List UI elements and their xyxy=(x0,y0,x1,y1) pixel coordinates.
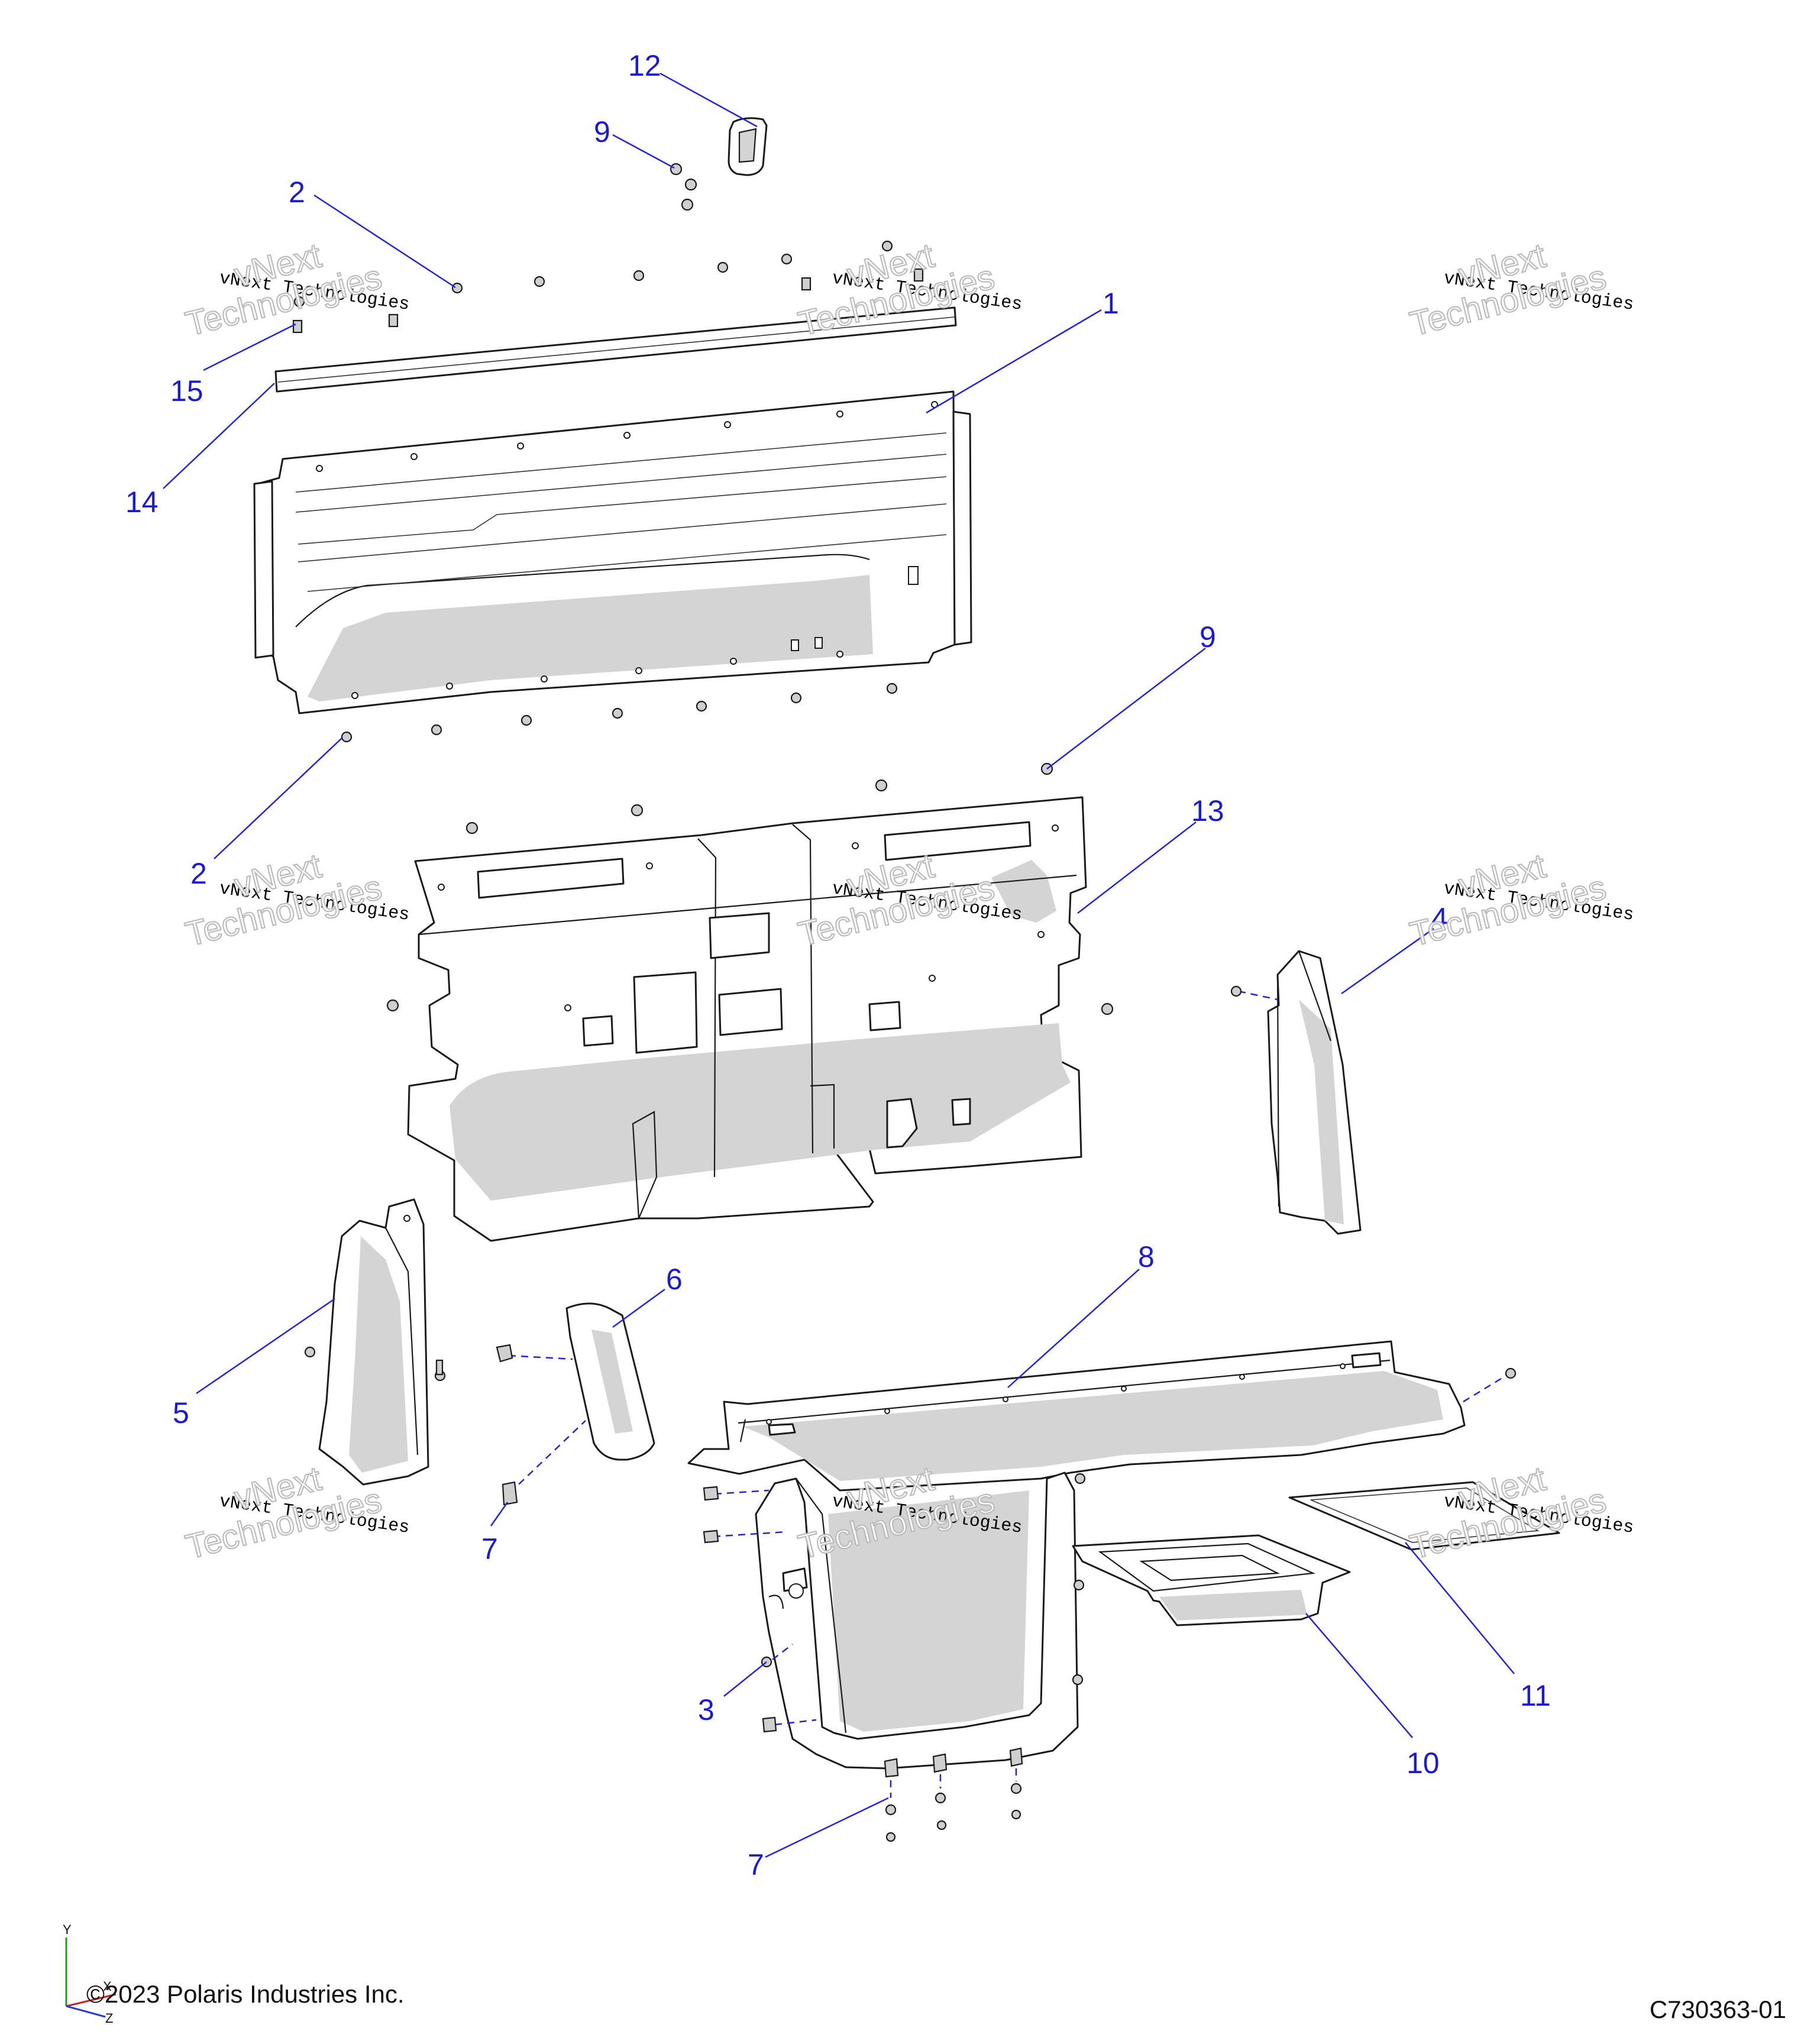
callout-4: 4 xyxy=(1431,902,1448,935)
part-1-rear-panel xyxy=(253,390,972,714)
callout-9-top: 9 xyxy=(594,115,610,148)
part-4-right-side-panel xyxy=(1230,950,1362,1235)
part-11-mat xyxy=(1288,1481,1560,1551)
part-10-tray xyxy=(1072,1534,1351,1626)
callout-1: 1 xyxy=(1103,287,1119,320)
axis-y-label: Y xyxy=(63,1922,72,1937)
callout-14: 14 xyxy=(125,486,159,519)
callout-2-mid: 2 xyxy=(190,857,207,890)
callout-15: 15 xyxy=(170,374,203,407)
callouts: 12 9 2 1 15 14 9 13 2 4 8 6 5 7 3 11 10 … xyxy=(125,49,1551,1881)
callout-7-bottom: 7 xyxy=(748,1848,764,1881)
part-9-nuts-top xyxy=(670,163,697,211)
drawing-number: C730363-01 xyxy=(1650,1996,1786,2023)
leader-lines xyxy=(163,72,1515,1858)
callout-8: 8 xyxy=(1138,1240,1155,1273)
part-12-handle xyxy=(728,117,768,176)
callout-2-top: 2 xyxy=(289,176,305,209)
callout-3: 3 xyxy=(698,1693,714,1726)
part-6-pad xyxy=(496,1302,655,1506)
callout-12: 12 xyxy=(628,49,661,82)
callout-10: 10 xyxy=(1407,1747,1440,1780)
callout-13: 13 xyxy=(1191,794,1224,827)
part-5-left-side-panel xyxy=(304,1198,446,1486)
watermark-6-big: vNext Technologies xyxy=(1405,846,1610,955)
axis-z-label: Z xyxy=(105,2011,113,2026)
callout-5: 5 xyxy=(173,1396,189,1429)
callout-11: 11 xyxy=(1520,1679,1551,1712)
callout-6: 6 xyxy=(666,1263,683,1296)
axis-x-label: X xyxy=(103,1979,112,1994)
watermark-4-big: vNext Technologies xyxy=(181,846,386,955)
part-2-fasteners-lower-row xyxy=(341,683,898,743)
watermark-1-big: vNext Technologies xyxy=(181,235,386,344)
callout-7-left: 7 xyxy=(481,1532,498,1566)
part-13-front-panel xyxy=(407,796,1087,1242)
callout-9-mid: 9 xyxy=(1200,620,1216,654)
part-3-center-bin xyxy=(703,1471,1086,1842)
part-14-top-rail xyxy=(274,306,957,393)
watermark-3-big: vNext Technologies xyxy=(1405,235,1610,344)
axis-triad: Y X Z xyxy=(63,1922,117,2026)
part-8-dash-shelf xyxy=(687,1340,1517,1492)
copyright-text: ©2023 Polaris Industries Inc. xyxy=(86,1980,405,2008)
